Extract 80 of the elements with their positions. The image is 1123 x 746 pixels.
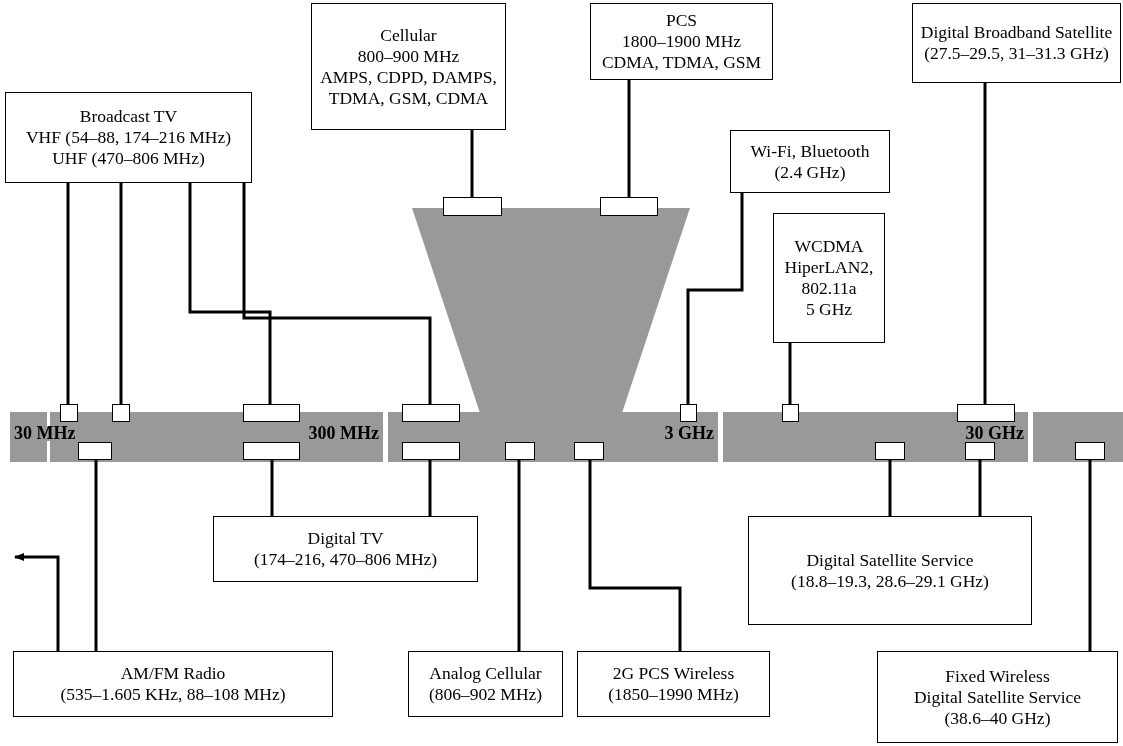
- service-detail: (806–902 MHz): [428, 684, 543, 705]
- band-marker: [402, 442, 460, 460]
- band-marker: [78, 442, 112, 460]
- service-box: [13, 651, 333, 717]
- band-marker: [600, 197, 658, 216]
- band-marker: [782, 404, 799, 422]
- service-detail: UHF (470–806 MHz): [52, 148, 205, 169]
- service-detail: 800–900 MHz: [357, 45, 460, 67]
- service-detail: (1850–1990 MHz): [608, 684, 739, 705]
- service-name: Digital TV: [307, 528, 384, 549]
- connector-line: [270, 460, 274, 516]
- service-name: PCS: [665, 10, 698, 31]
- band-marker: [243, 404, 300, 422]
- frequency-label: 3 GHz: [662, 426, 716, 441]
- service-name: Digital Broadband Satellite: [920, 22, 1113, 43]
- connector-line: [1088, 460, 1092, 651]
- service-name: AM/FM Radio: [120, 663, 226, 684]
- band-marker: [505, 442, 535, 460]
- service-detail: (2.4 GHz): [774, 161, 846, 183]
- service-box: [590, 3, 773, 80]
- service-name: WCDMA: [794, 236, 864, 257]
- connector-line: [188, 183, 272, 404]
- service-box: [773, 213, 885, 343]
- service-box: [877, 651, 1118, 743]
- connector-line: [978, 460, 982, 516]
- service-detail: (18.8–19.3, 28.6–29.1 GHz): [791, 570, 989, 592]
- band-marker: [574, 442, 604, 460]
- connector-line: [470, 130, 474, 197]
- frequency-label: 30 GHz: [963, 426, 1026, 441]
- service-box: [5, 92, 252, 183]
- band-marker: [875, 442, 905, 460]
- frequency-label: 30 MHz: [12, 426, 78, 441]
- arrow: [14, 553, 60, 651]
- band-marker: [443, 197, 502, 216]
- connector-line: [983, 83, 987, 404]
- service-name: 2G PCS Wireless: [612, 663, 735, 684]
- service-box: [213, 516, 478, 582]
- connector-line: [94, 460, 98, 651]
- service-box: [912, 3, 1121, 83]
- connector-line: [588, 460, 682, 651]
- service-box: [748, 516, 1032, 625]
- service-detail: 5 GHz: [805, 299, 853, 320]
- service-name: Cellular: [380, 24, 437, 46]
- service-name: Wi-Fi, Bluetooth: [750, 140, 870, 162]
- service-detail: (38.6–40 GHz): [944, 707, 1051, 729]
- connector-line: [242, 183, 432, 404]
- connector-line: [788, 343, 792, 404]
- service-name: Fixed Wireless: [945, 665, 1050, 687]
- service-detail: VHF (54–88, 174–216 MHz): [25, 127, 232, 148]
- connector-line: [66, 183, 70, 404]
- band-marker: [402, 404, 460, 422]
- band-marker: [957, 404, 1015, 422]
- service-detail: (27.5–29.5, 31–31.3 GHz): [924, 43, 1109, 64]
- service-detail: HiperLAN2, 802.11a: [783, 257, 875, 299]
- band-marker: [965, 442, 995, 460]
- service-name: Broadcast TV: [79, 106, 178, 127]
- service-detail: (174–216, 470–806 MHz): [253, 549, 438, 570]
- connector-line: [517, 460, 521, 651]
- connector-line: [627, 80, 631, 197]
- connector-line: [686, 193, 744, 404]
- connector-line: [888, 460, 892, 516]
- band-marker: [1075, 442, 1105, 460]
- service-detail: CDMA, TDMA, GSM: [601, 52, 762, 73]
- service-box: [311, 3, 506, 130]
- service-box: [577, 651, 770, 717]
- service-detail: 1800–1900 MHz: [621, 31, 742, 52]
- service-detail: Digital Satellite Service: [913, 686, 1082, 708]
- frequency-label: 300 MHz: [306, 426, 381, 441]
- service-name: Analog Cellular: [429, 663, 542, 684]
- connector-line: [119, 183, 123, 404]
- connector-line: [428, 460, 432, 516]
- service-box: [408, 651, 563, 717]
- band-marker: [243, 442, 300, 460]
- service-name: Digital Satellite Service: [806, 549, 974, 571]
- service-detail: (535–1.605 KHz, 88–108 MHz): [60, 684, 286, 705]
- band-marker: [112, 404, 130, 422]
- service-detail: AMPS, CDPD, DAMPS, TDMA, GSM, CDMA: [319, 66, 498, 109]
- band-marker: [680, 404, 697, 422]
- band-marker: [60, 404, 78, 422]
- service-box: [730, 130, 890, 193]
